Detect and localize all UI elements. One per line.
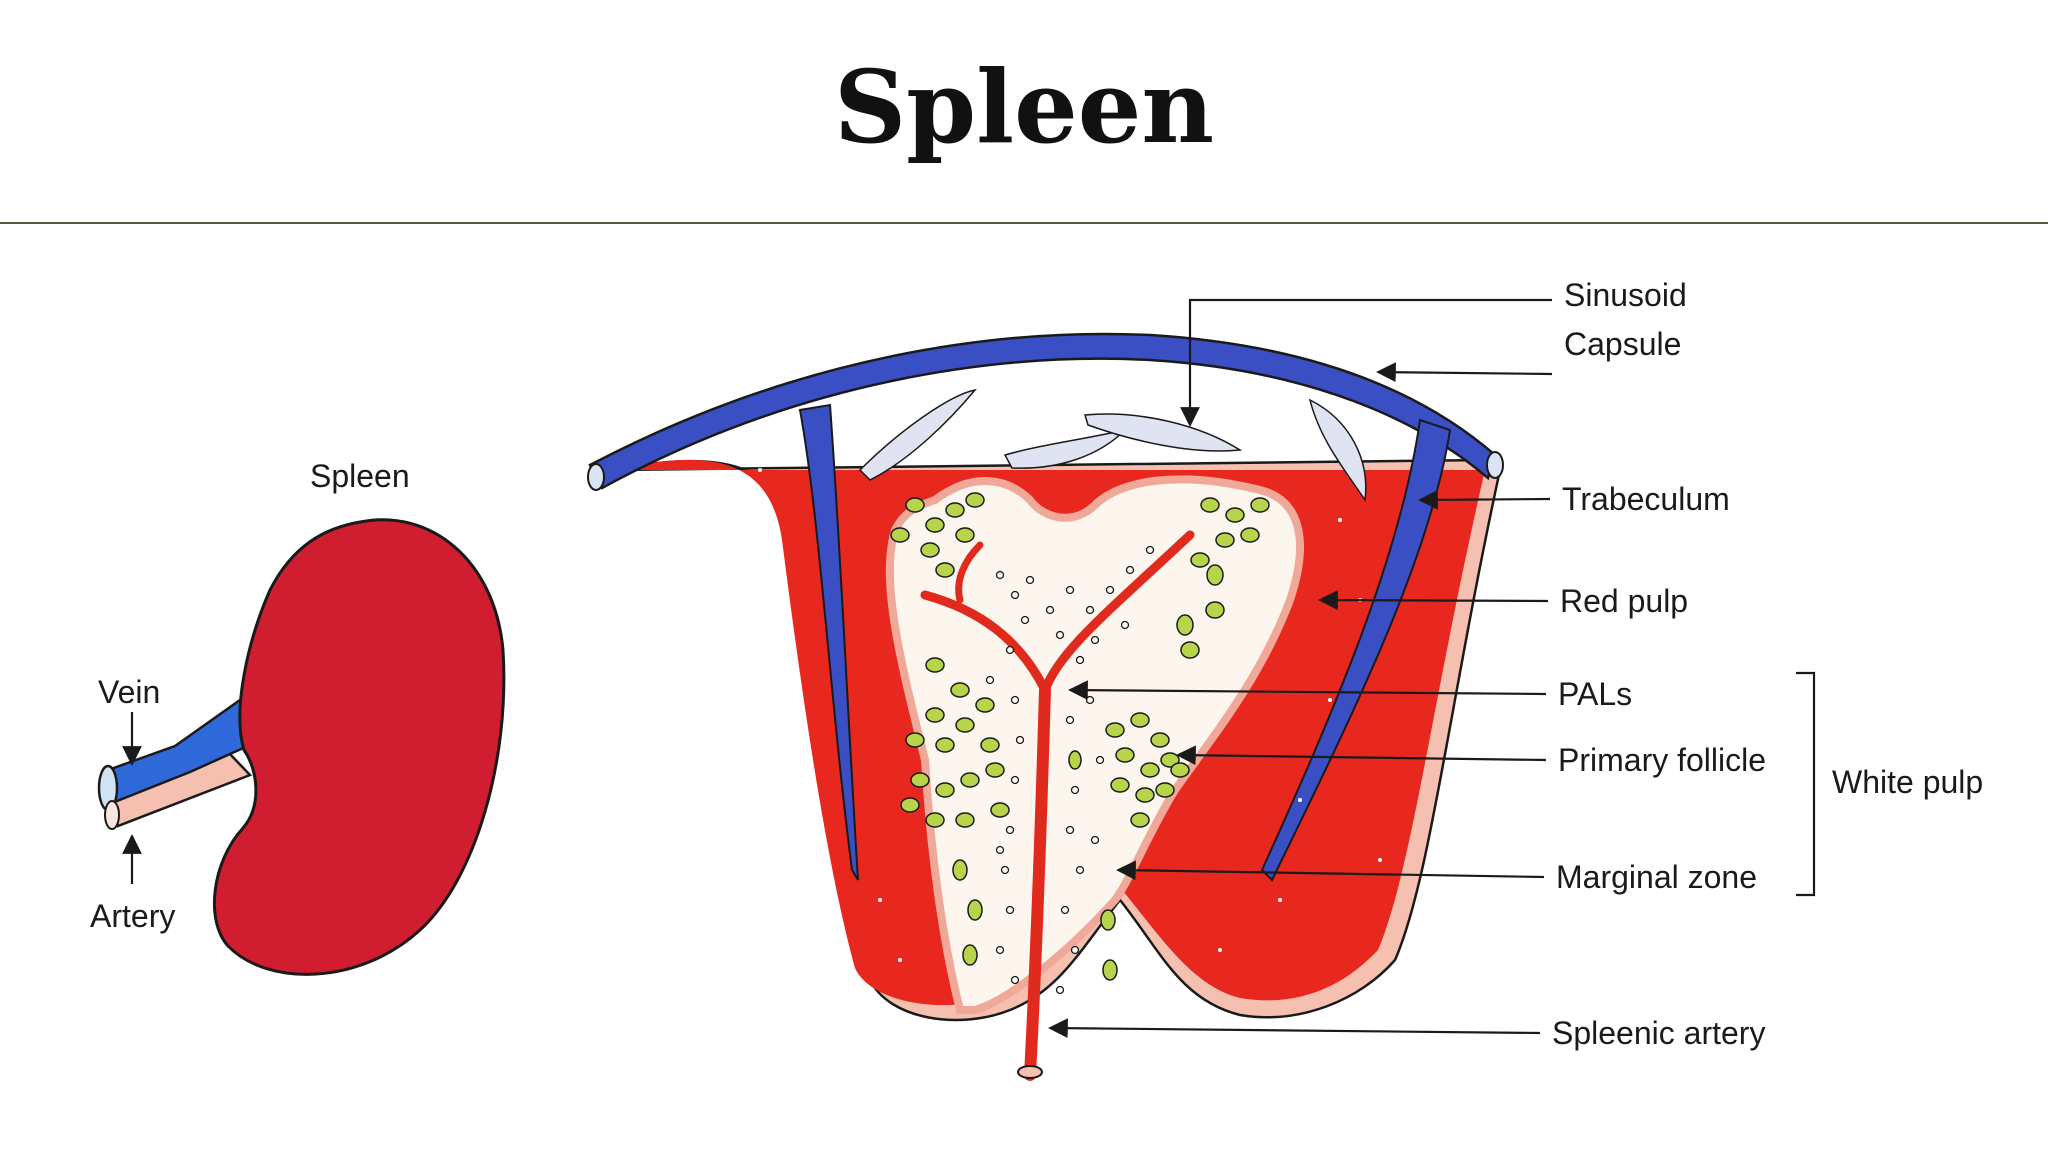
marginal-zone-leader xyxy=(1116,860,1545,881)
artery-label: Artery xyxy=(90,898,175,934)
white-pulp-label: White pulp xyxy=(1832,764,1983,800)
spleen-section-figure xyxy=(587,332,1504,1081)
capsule-label: Capsule xyxy=(1564,326,1681,362)
splenic-artery-label: Spleenic artery xyxy=(1552,1015,1765,1051)
trabeculum-left xyxy=(798,403,859,881)
white-pulp-region xyxy=(885,475,1304,1014)
pals-label: PALs xyxy=(1558,676,1632,712)
red-pulp-label: Red pulp xyxy=(1560,583,1688,619)
splenic-artery-leader xyxy=(1048,1018,1541,1039)
pals-leader xyxy=(1068,680,1547,701)
page-title: Spleen xyxy=(833,48,1215,166)
sinusoid-leader xyxy=(1180,298,1552,427)
splenic-artery-end xyxy=(1017,1065,1043,1079)
marginal-zone-label: Marginal zone xyxy=(1556,859,1757,895)
trabeculum-leader xyxy=(1418,489,1551,510)
central-arterioles xyxy=(920,530,1195,1081)
trabeculum-label: Trabeculum xyxy=(1562,481,1730,517)
title-divider xyxy=(0,222,2048,224)
spleen-organ-label: Spleen xyxy=(310,458,410,494)
white-pulp-bracket xyxy=(1796,671,1816,897)
sinusoid-label: Sinusoid xyxy=(1564,277,1687,313)
primary-follicle-label: Primary follicle xyxy=(1558,742,1766,778)
capsule xyxy=(588,332,1497,490)
vein-label: Vein xyxy=(98,674,160,710)
hilum-vessels xyxy=(97,698,260,830)
sinusoids xyxy=(858,388,1367,503)
red-pulp-leader xyxy=(1318,590,1549,610)
capsule-leader xyxy=(1376,362,1553,383)
trabeculum-right xyxy=(1260,418,1452,882)
spleen-organ xyxy=(212,518,506,976)
capsule-end-left xyxy=(587,463,605,491)
section-labels: Sinusoid Capsule Trabeculum Red pulp PAL… xyxy=(1048,277,1983,1051)
primary-follicle-leader xyxy=(1176,745,1547,766)
lymphocyte-dots xyxy=(985,545,1155,995)
spleen-organ-figure: Spleen Vein Artery xyxy=(90,458,506,976)
follicle-cells xyxy=(890,492,1270,981)
capsule-end-right xyxy=(1486,451,1504,479)
